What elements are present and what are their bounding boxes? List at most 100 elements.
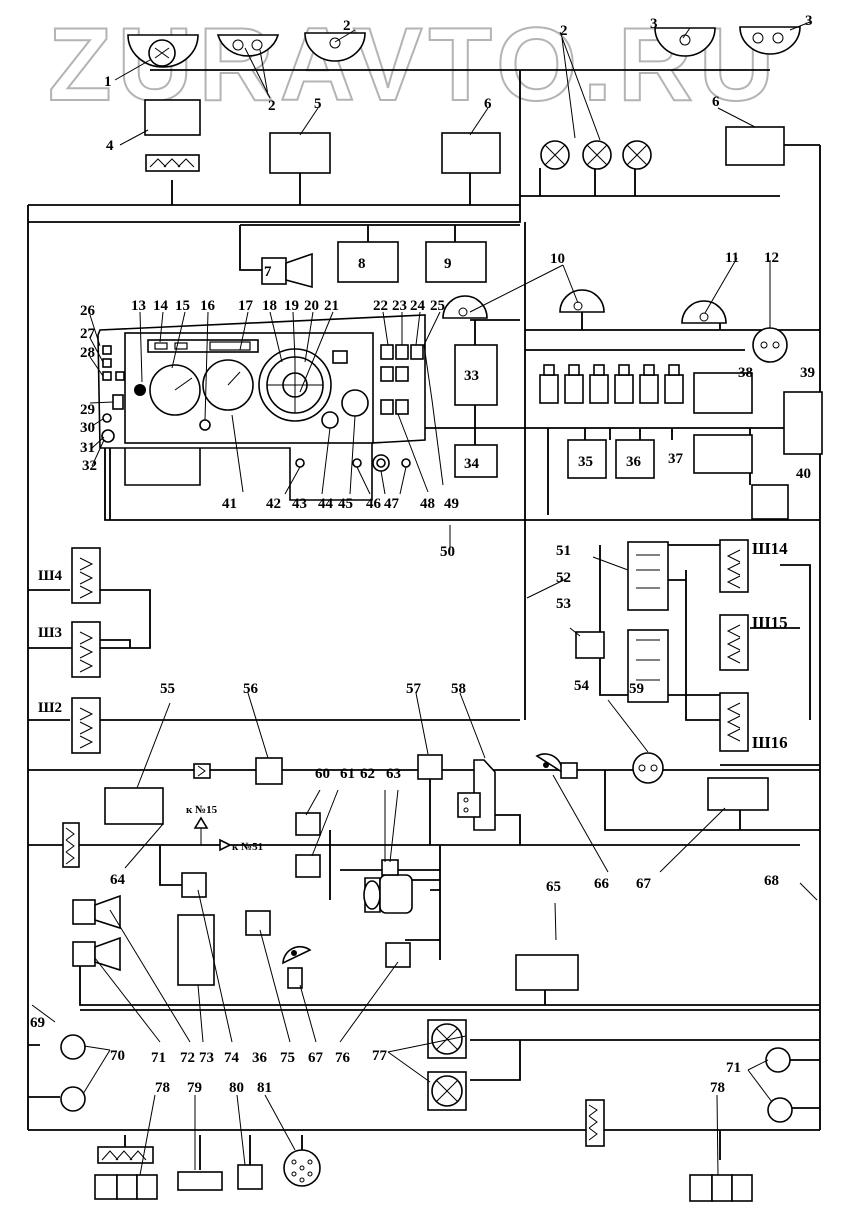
unit-39a bbox=[693, 372, 753, 414]
unit-36-low bbox=[181, 872, 207, 898]
unit-35 bbox=[454, 444, 498, 478]
callout-label-39: 36 bbox=[626, 454, 642, 470]
connector-sh16 bbox=[719, 692, 749, 752]
callout-label-91: Ш2 bbox=[38, 700, 62, 716]
connector-bottom-left bbox=[97, 1146, 154, 1164]
callout-label-76: 73 bbox=[199, 1050, 214, 1066]
callout-label-22: 19 bbox=[284, 298, 299, 314]
callout-label-88: 78 bbox=[710, 1080, 725, 1096]
callout-label-53: 50 bbox=[440, 544, 455, 560]
callout-label-18: 15 bbox=[175, 298, 190, 314]
callout-label-77: 74 bbox=[224, 1050, 240, 1066]
callout-label-51: 48 bbox=[420, 496, 435, 512]
block-78-right bbox=[689, 1174, 753, 1202]
callout-label-78: 36 bbox=[252, 1050, 268, 1066]
callout-label-20: 17 bbox=[238, 298, 254, 314]
callout-label-94: Ш16 bbox=[752, 733, 788, 752]
callout-label-13: 10 bbox=[550, 251, 565, 267]
callout-label-81: 76 bbox=[335, 1050, 351, 1066]
unit-56 bbox=[104, 787, 164, 825]
callout-label-38: 35 bbox=[578, 454, 593, 470]
unit-6b bbox=[441, 132, 501, 174]
callout-label-69: 66 bbox=[594, 876, 610, 892]
callout-label-68: 65 bbox=[546, 879, 561, 895]
relays-38 bbox=[539, 364, 684, 404]
unit-68 bbox=[707, 777, 769, 811]
callout-label-56: 53 bbox=[556, 596, 571, 612]
callout-label-66: 63 bbox=[386, 766, 401, 782]
horn-8 bbox=[261, 252, 313, 289]
motor-63 bbox=[363, 859, 413, 914]
callout-label-83: 71 bbox=[726, 1060, 741, 1076]
callout-label-17: 14 bbox=[153, 298, 169, 314]
callout-label-47: 44 bbox=[318, 496, 334, 512]
callout-label-3: 3 bbox=[650, 16, 658, 32]
leader-lines bbox=[31, 21, 818, 1176]
callout-label-4: 3 bbox=[805, 13, 813, 29]
callout-label-27: 24 bbox=[410, 298, 426, 314]
callout-label-63: 60 bbox=[315, 766, 330, 782]
unit-41 bbox=[751, 484, 789, 520]
lamps-77 bbox=[427, 1019, 467, 1111]
callout-label-52: 49 bbox=[444, 496, 459, 512]
callout-label-6: 4 bbox=[106, 138, 114, 154]
callout-label-36: 33 bbox=[464, 368, 479, 384]
arrows-15-51: к №15 к №51 bbox=[186, 804, 263, 853]
callout-label-28: 25 bbox=[430, 298, 445, 314]
callout-label-40: 37 bbox=[668, 451, 684, 467]
connector-sh15 bbox=[719, 614, 749, 671]
callout-label-46: 43 bbox=[292, 496, 307, 512]
callout-label-37: 34 bbox=[464, 456, 480, 472]
unit-79 bbox=[177, 1171, 223, 1191]
callout-label-89: Ш4 bbox=[38, 568, 62, 584]
unit-76 bbox=[385, 942, 411, 968]
lamps-4 bbox=[540, 140, 652, 170]
callout-label-59: 56 bbox=[243, 681, 259, 697]
callout-label-44: 41 bbox=[222, 496, 237, 512]
socket-13 bbox=[752, 327, 788, 363]
callout-label-92: Ш14 bbox=[752, 539, 788, 558]
callout-label-73: 70 bbox=[110, 1048, 125, 1064]
connector-bottom-right bbox=[585, 1099, 605, 1147]
sockets-71 bbox=[60, 1034, 793, 1123]
callout-label-7: 5 bbox=[314, 96, 322, 112]
callout-label-90: Ш3 bbox=[38, 625, 62, 641]
callout-label-2: 2 bbox=[343, 18, 351, 34]
callout-label-74: 71 bbox=[151, 1050, 166, 1066]
connector-top bbox=[145, 154, 200, 172]
lamp-67-low bbox=[282, 945, 312, 989]
battery-53 bbox=[627, 541, 669, 703]
headlight-1 bbox=[127, 34, 199, 68]
socket-81 bbox=[283, 1149, 321, 1187]
callout-label-70: 67 bbox=[636, 876, 652, 892]
callout-label-55: 52 bbox=[556, 570, 571, 586]
lamp-12 bbox=[681, 300, 727, 324]
arrow-label-51: к №51 bbox=[232, 841, 263, 853]
callout-label-45: 42 bbox=[266, 496, 281, 512]
unit-6a bbox=[269, 132, 331, 174]
callout-label-19: 16 bbox=[200, 298, 216, 314]
unit-74 bbox=[177, 914, 215, 986]
connector-65 bbox=[62, 822, 80, 868]
callout-label-75: 72 bbox=[180, 1050, 195, 1066]
callout-label-87: 81 bbox=[257, 1080, 272, 1096]
callout-label-21: 18 bbox=[262, 298, 277, 314]
callout-label-86: 80 bbox=[229, 1080, 244, 1096]
callout-label-43: 40 bbox=[796, 466, 811, 482]
connector-sh2 bbox=[71, 697, 101, 754]
connector-sh3 bbox=[71, 621, 101, 678]
headlight-2 bbox=[216, 34, 280, 57]
callout-label-71: 68 bbox=[764, 873, 779, 889]
callout-label-34: 31 bbox=[80, 440, 95, 456]
callout-label-85: 79 bbox=[187, 1080, 202, 1096]
callout-label-50: 47 bbox=[384, 496, 400, 512]
callout-label-26: 23 bbox=[392, 298, 407, 314]
callout-label-32: 29 bbox=[80, 402, 95, 418]
unit-62 bbox=[295, 854, 321, 878]
callout-label-25: 22 bbox=[373, 298, 388, 314]
callout-label-33: 30 bbox=[80, 420, 95, 436]
unit-5 bbox=[144, 99, 201, 136]
callout-label-23: 20 bbox=[304, 298, 319, 314]
callout-label-93: Ш15 bbox=[752, 613, 788, 632]
unit-37 bbox=[615, 439, 655, 479]
